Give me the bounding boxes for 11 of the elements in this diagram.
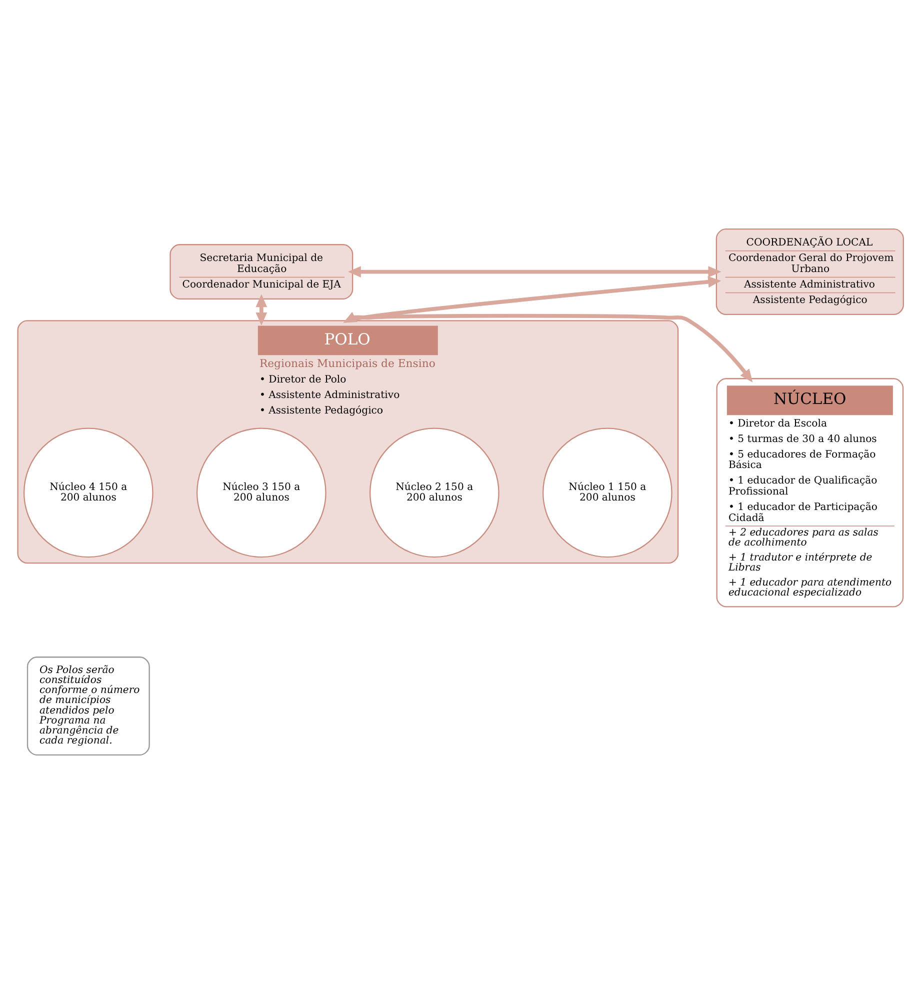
- arrow: [343, 311, 753, 382]
- node-circle: Núcleo 1 150 a 200 alunos: [542, 427, 672, 558]
- node-box: NÚCLEO • Diretor da Escola • 5 turmas de 30 a 40 alunos • 5 educadores de Formação Básica • 1 educador de Qualificação Profissional • 1 educador de Participação Cidadã + 2 educadores para as salas de acolhimento + 1 tradutor e intérprete de Libras + 1 educador para atendimento educacional especializado: [716, 378, 904, 607]
- node-box: COORDENAÇÃO LOCAL Coordenador Geral do Projovem Urbano Assistente Administrativo Assistente Pedagógico: [716, 228, 904, 315]
- node-circle: Núcleo 2 150 a 200 alunos: [369, 427, 500, 558]
- node-box: Secretaria Municipal de Educação Coordenador Municipal de EJA: [170, 244, 354, 299]
- node-circle: Núcleo 4 150 a 200 alunos: [23, 427, 154, 558]
- arrow: [256, 294, 268, 325]
- node-circle: Núcleo 3 150 a 200 alunos: [196, 427, 326, 558]
- node-box: Os Polos serão constituídos conforme o número de municípios atendidos pelo Programa na abrangência de cada regional.: [26, 656, 150, 755]
- arrow: [348, 266, 722, 277]
